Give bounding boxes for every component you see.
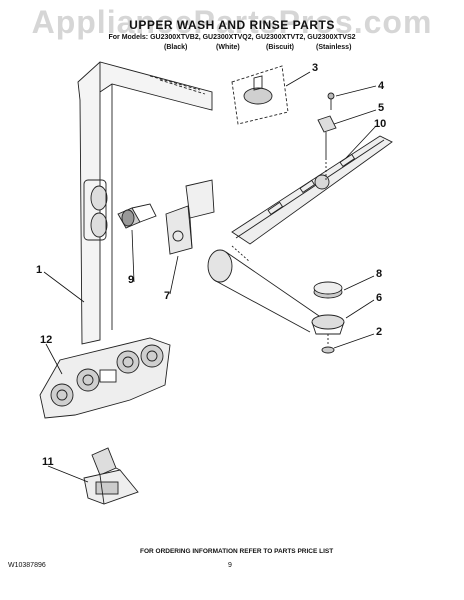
seal-ring-part (313, 281, 343, 299)
color-label-biscuit: (Biscuit) (266, 44, 294, 51)
document-id: W10387896 (8, 562, 46, 569)
hub-part (311, 314, 345, 335)
leader-lines (43, 71, 377, 483)
watermark-text: AppliancePartsPros.com (31, 4, 433, 40)
ordering-note: FOR ORDERING INFORMATION REFER TO PARTS … (140, 548, 334, 555)
page-title: UPPER WASH AND RINSE PARTS (129, 18, 335, 32)
callout-4: 4 (378, 80, 385, 92)
callout-12: 12 (40, 334, 53, 346)
callout-7: 7 (164, 290, 171, 302)
color-label-stainless: (Stainless) (316, 44, 352, 51)
nozzle-fitting-part (117, 203, 157, 229)
callout-8: 8 (376, 268, 383, 280)
bracket-part (165, 179, 215, 255)
lower-manifold-part (39, 337, 171, 419)
arm-mount-part (317, 115, 337, 180)
bottom-connector-part (83, 447, 139, 505)
color-label-white: (White) (216, 44, 240, 51)
callout-9: 9 (128, 274, 135, 286)
callout-10: 10 (374, 118, 387, 130)
spray-arm-nut-part (231, 65, 289, 125)
washer-part (321, 334, 335, 354)
callout-1: 1 (36, 264, 43, 276)
callout-5: 5 (378, 102, 385, 114)
page-number: 9 (228, 562, 232, 569)
color-label-black: (Black) (164, 44, 188, 51)
callout-3: 3 (312, 62, 319, 74)
callout-6: 6 (376, 292, 383, 304)
screw-part (327, 92, 335, 110)
inlet-tube-part (207, 245, 323, 333)
callout-11: 11 (42, 456, 54, 468)
models-line: For Models: GU2300XTVB2, GU2300XTVQ2, GU… (108, 34, 356, 41)
callout-2: 2 (376, 326, 383, 338)
supply-tube-part (77, 61, 213, 345)
upper-spray-arm-part (231, 135, 393, 245)
